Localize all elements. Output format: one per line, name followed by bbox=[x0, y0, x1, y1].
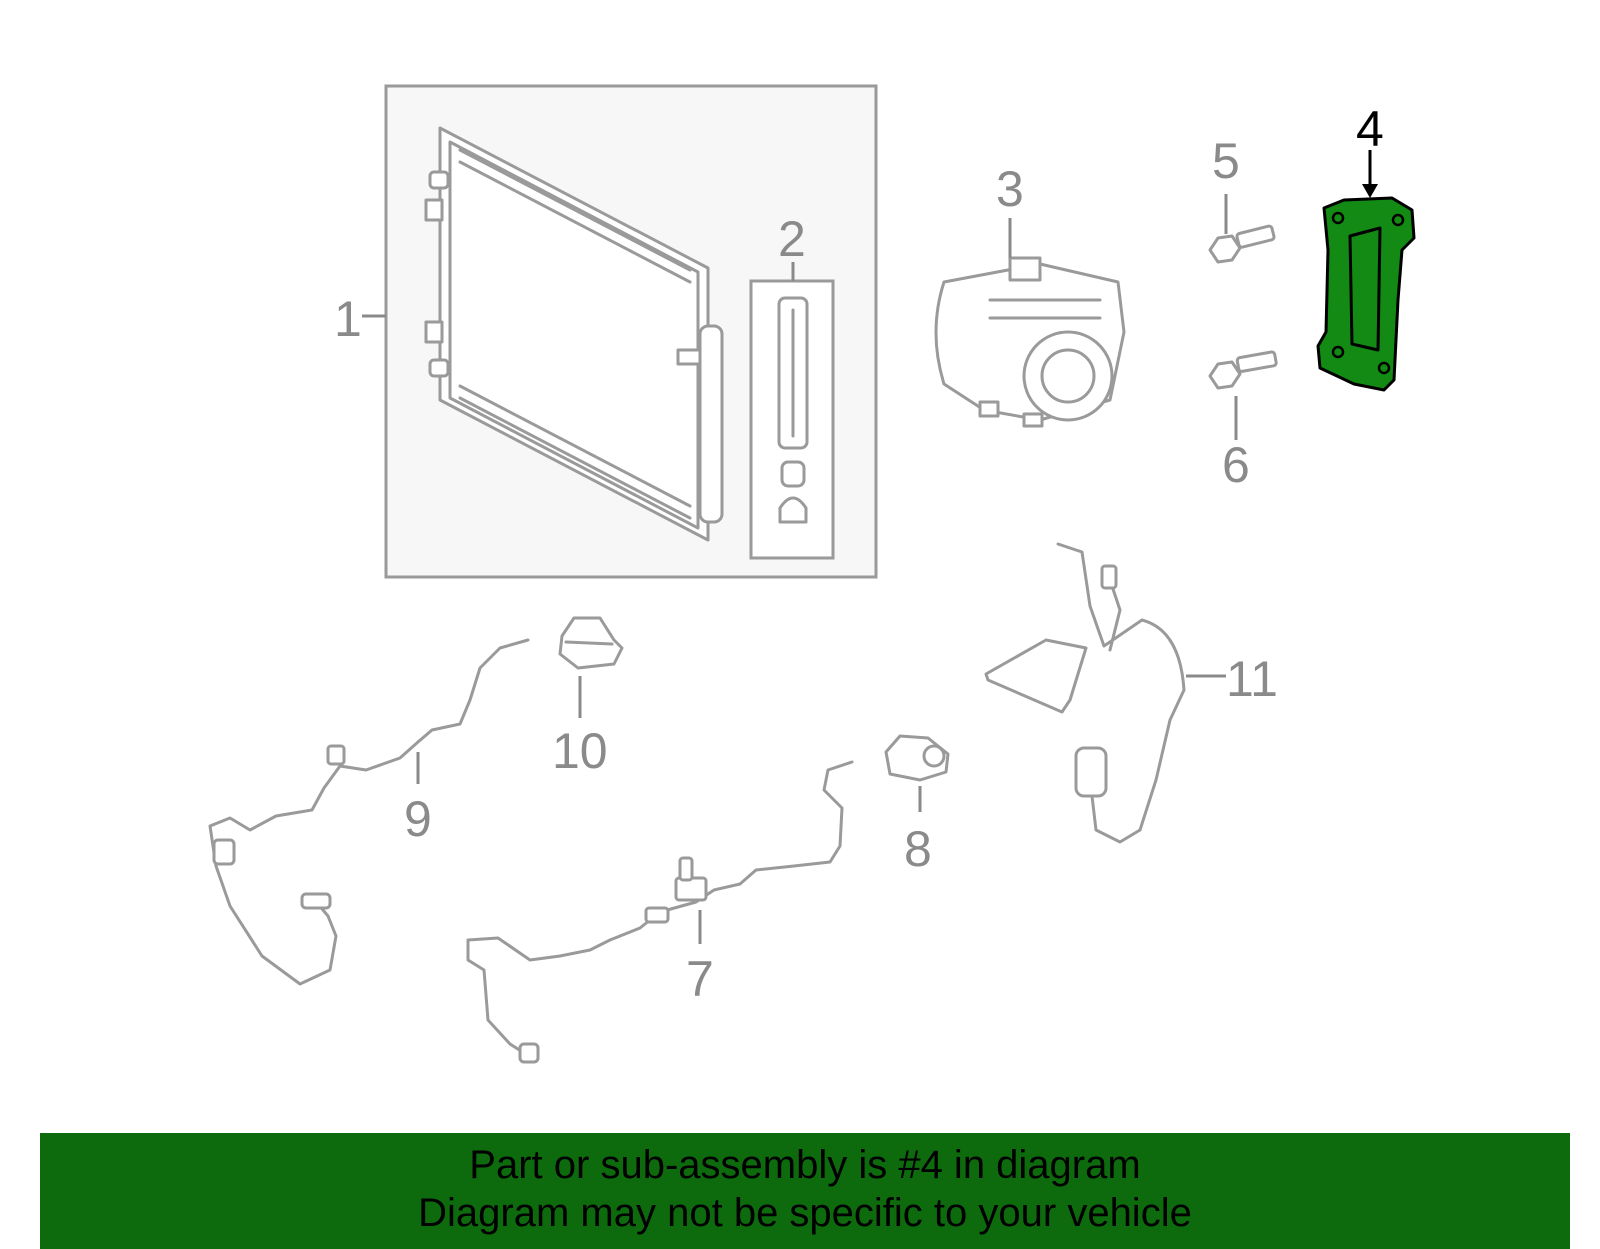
part-6-bolt[interactable] bbox=[1208, 350, 1278, 390]
part-8-valve[interactable] bbox=[884, 734, 950, 782]
part-9-hose[interactable] bbox=[208, 638, 530, 986]
callout-9: 9 bbox=[404, 791, 432, 847]
callout-8: 8 bbox=[904, 821, 932, 877]
callout-7: 7 bbox=[686, 951, 714, 1007]
part-7-hose[interactable] bbox=[466, 760, 854, 1064]
callout-5: 5 bbox=[1212, 133, 1240, 189]
callout-1: 1 bbox=[334, 291, 362, 347]
callout-4: 4 bbox=[1356, 101, 1384, 157]
banner-line-2: Diagram may not be specific to your vehi… bbox=[418, 1191, 1192, 1235]
leader-4-arrow bbox=[1362, 184, 1378, 198]
callout-3: 3 bbox=[996, 161, 1024, 217]
callout-11: 11 bbox=[1226, 651, 1278, 707]
banner-line-1: Part or sub-assembly is #4 in diagram bbox=[469, 1143, 1141, 1187]
callout-10: 10 bbox=[552, 723, 608, 779]
part-4-bracket[interactable] bbox=[1316, 196, 1416, 392]
part-11-hose-assembly[interactable] bbox=[984, 542, 1186, 844]
part-5-bolt[interactable] bbox=[1208, 224, 1276, 264]
part-2-desiccant-kit[interactable] bbox=[749, 279, 835, 560]
callout-6: 6 bbox=[1222, 437, 1250, 493]
part-10-valve[interactable] bbox=[558, 616, 624, 670]
info-banner: Part or sub-assembly is #4 in diagram Di… bbox=[40, 1133, 1570, 1249]
callout-2: 2 bbox=[778, 211, 806, 267]
part-3-compressor[interactable] bbox=[934, 256, 1126, 428]
